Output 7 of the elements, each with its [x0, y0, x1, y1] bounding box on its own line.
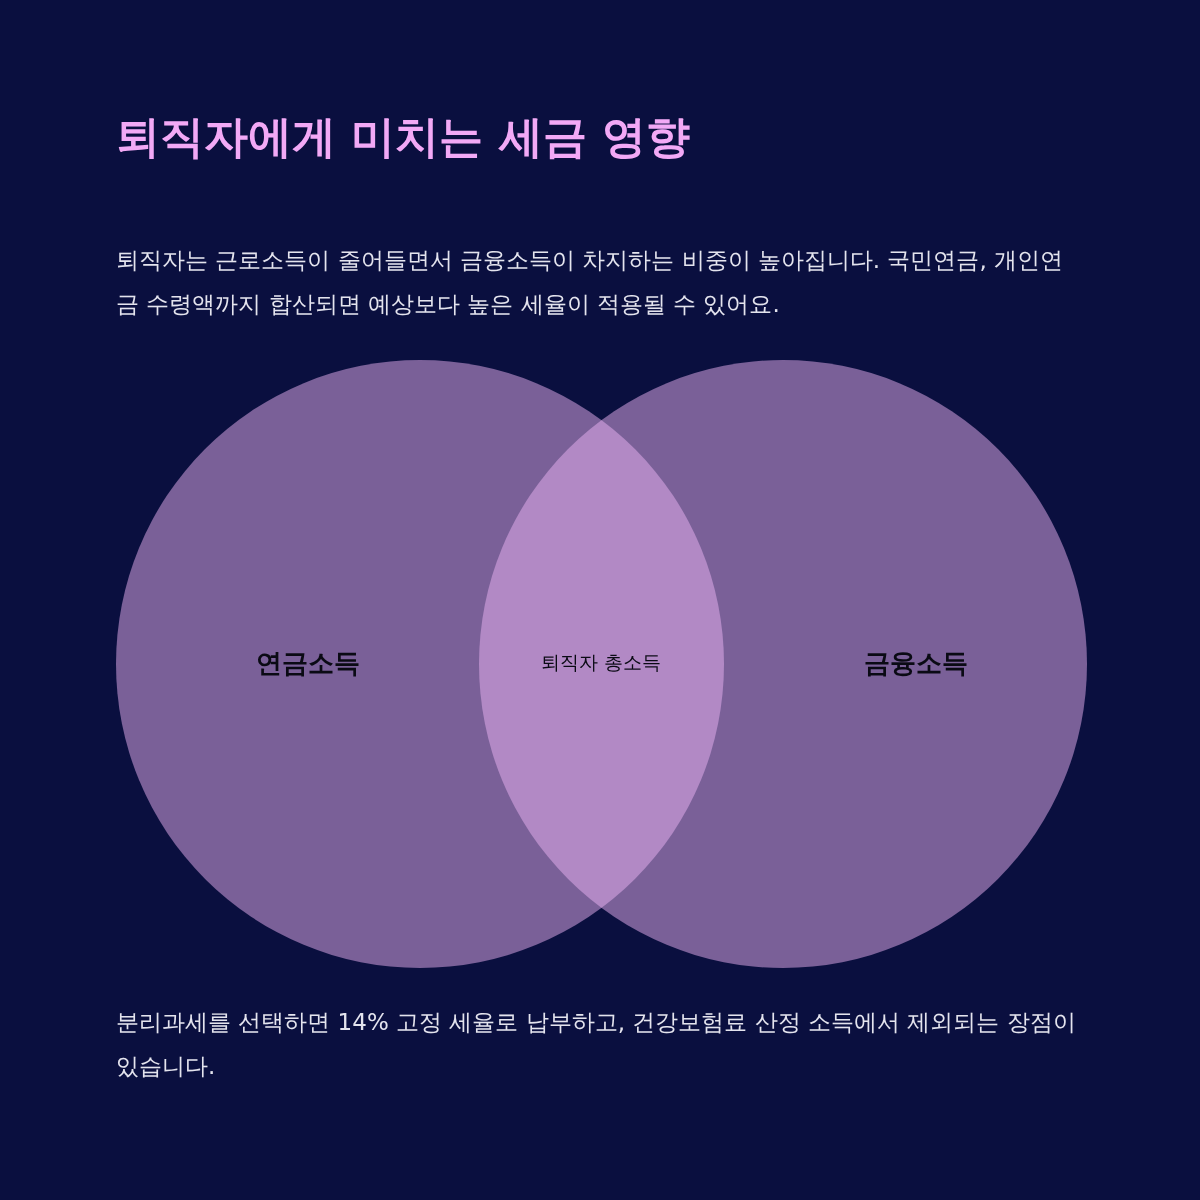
paragraph: 퇴직자는 근로소득이 줄어들면서 금융소득이 차지하는 비중이 높아집니다. 국민연금, 개인연금 수령액까지 합산되면 예상보다 높은 세율이 적용될 수 있어요.	[116, 246, 1065, 319]
venn-label: 퇴직자 총소득	[541, 650, 661, 675]
title: 퇴직자에게 미치는 세금 영향	[116, 110, 690, 164]
paragraph: 분리과세를 선택하면 14% 고정 세율로 납부하고, 건강보험료 산정 소득에서 제외되는 장점이 있습니다.	[116, 1008, 1076, 1081]
venn-label: 금융소득	[864, 646, 968, 680]
venn-label: 연금소득	[256, 646, 360, 680]
venn-circle	[479, 360, 1087, 968]
